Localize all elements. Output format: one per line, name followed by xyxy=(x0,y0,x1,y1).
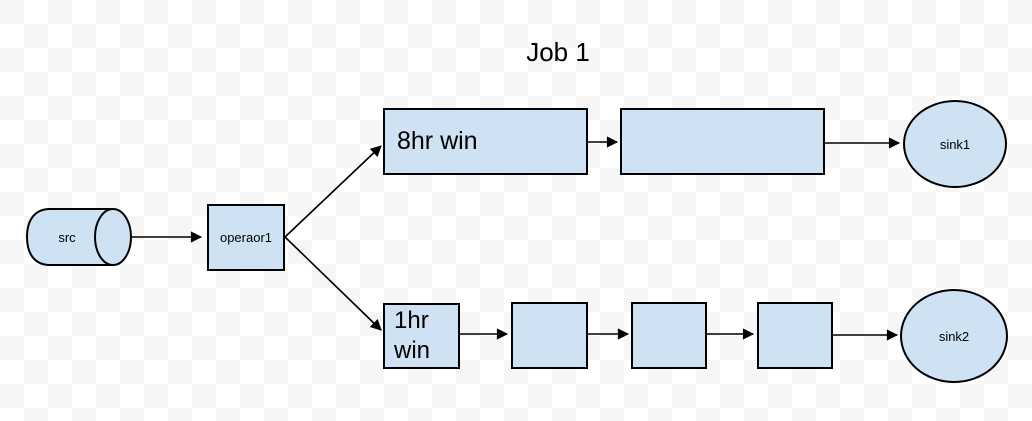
node-unlabeled-box-bottom-3[interactable] xyxy=(757,302,833,369)
8hr-win-label: 8hr win xyxy=(397,127,478,155)
node-sink2[interactable]: sink2 xyxy=(900,289,1008,383)
edge-operaor1-8hr-win[interactable] xyxy=(284,145,382,238)
sink1-label: sink1 xyxy=(939,136,971,152)
1hr-win-label: 1hr win xyxy=(394,307,431,364)
node-unlabeled-box-top[interactable] xyxy=(620,108,825,175)
node-8hr-win[interactable]: 8hr win xyxy=(383,108,588,175)
node-unlabeled-box-bottom-1[interactable] xyxy=(511,302,588,369)
edge-operaor1-1hr-win[interactable] xyxy=(284,236,382,331)
node-sink1[interactable]: sink1 xyxy=(903,100,1007,188)
src-label: src xyxy=(58,230,76,245)
node-src[interactable]: src xyxy=(25,208,132,266)
node-operaor1[interactable]: operaor1 xyxy=(207,204,285,271)
sink2-label: sink2 xyxy=(938,328,970,344)
node-1hr-win[interactable]: 1hr win xyxy=(383,303,460,369)
diagram-title: Job 1 xyxy=(526,37,590,67)
node-unlabeled-box-bottom-2[interactable] xyxy=(631,302,707,369)
operaor1-label: operaor1 xyxy=(219,230,273,245)
